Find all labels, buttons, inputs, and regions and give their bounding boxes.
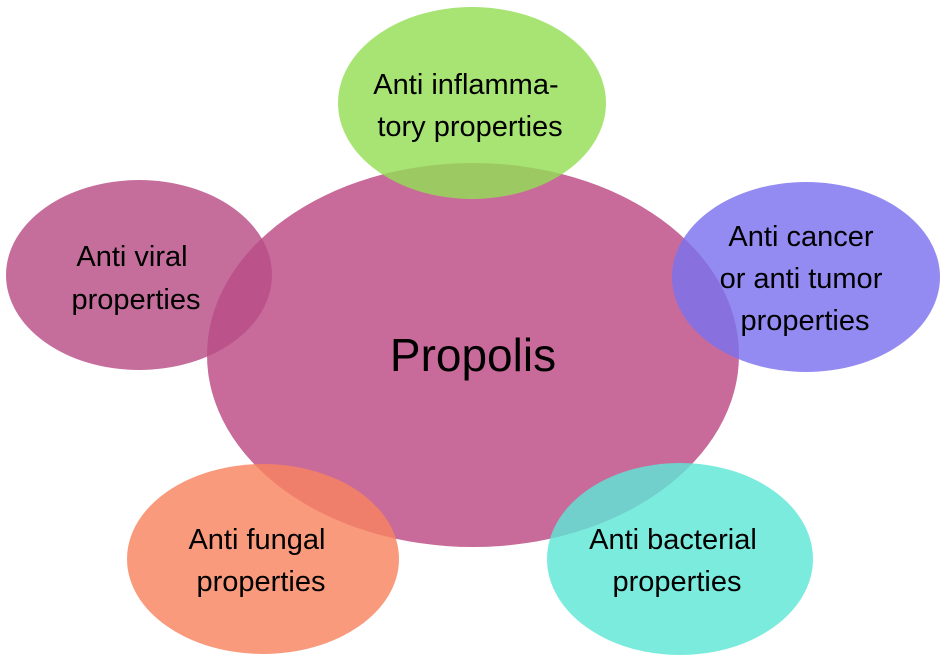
anti-inflammatory-label: Anti inflamma- tory properties	[373, 69, 566, 143]
anti-fungal-ellipse	[127, 464, 399, 654]
anti-viral-label: Anti viral properties	[72, 241, 201, 316]
anti-cancer-label-line-1: Anti cancer	[728, 221, 873, 253]
anti-bacterial-label: Anti bacterial properties	[589, 524, 765, 598]
anti-cancer-label-line-2: or anti tumor	[720, 263, 883, 295]
center-label: Propolis	[390, 329, 556, 381]
center-ellipse	[207, 163, 739, 547]
anti-cancer-ellipse	[672, 182, 940, 372]
anti-fungal-label: Anti fungal properties	[188, 524, 333, 598]
anti-fungal-label-line-1: Anti fungal	[188, 524, 325, 556]
anti-inflammatory-ellipse	[338, 7, 606, 199]
anti-bacterial-label-line-1: Anti bacterial	[589, 524, 757, 556]
anti-bacterial-ellipse	[547, 463, 813, 655]
anti-viral-label-line-2: properties	[72, 284, 201, 316]
anti-bacterial-label-line-2: properties	[613, 566, 742, 598]
anti-fungal-label-line-2: properties	[197, 566, 326, 598]
anti-cancer-label-line-3: properties	[741, 305, 870, 337]
anti-viral-ellipse	[6, 180, 272, 370]
anti-inflammatory-label-line-2: tory properties	[377, 111, 562, 143]
anti-viral-label-line-1: Anti viral	[76, 241, 187, 273]
anti-inflammatory-label-line-1: Anti inflamma-	[373, 69, 558, 101]
anti-cancer-label: Anti cancer or anti tumor properties	[720, 221, 891, 337]
